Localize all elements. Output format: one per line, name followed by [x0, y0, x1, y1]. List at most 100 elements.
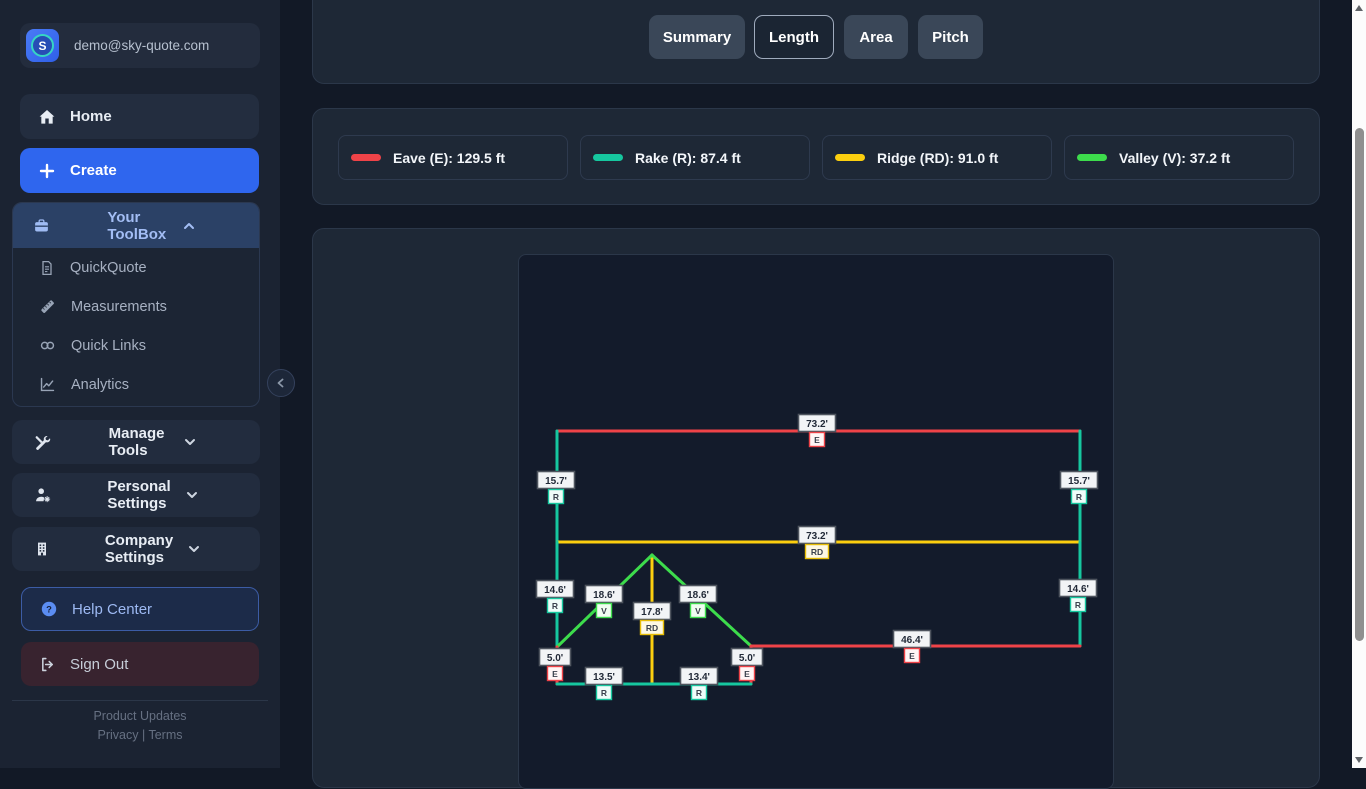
manage-tools-label: Manage Tools — [108, 425, 165, 459]
user-account-card[interactable]: S demo@sky-quote.com — [20, 23, 260, 68]
measurement-value: 15.7' — [545, 476, 567, 487]
home-label: Home — [70, 108, 112, 125]
measurement-type-badge: R — [552, 601, 558, 611]
measurement-label: 18.6'V — [678, 584, 718, 619]
logo-letter: S — [38, 38, 47, 53]
measurement-value: 14.6' — [544, 585, 566, 596]
measurement-label: 17.8'RD — [632, 601, 672, 636]
measurement-label: 13.4' R — [679, 666, 719, 701]
roof-diagram: 73.2'E15.7'R15.7'R73.2'RD14.6'R14.6'R18.… — [535, 413, 1099, 701]
scrollbar-thumb[interactable] — [1354, 128, 1364, 641]
sidebar-item-personal-settings[interactable]: Personal Settings — [12, 473, 260, 517]
help-center-button[interactable]: ? Help Center — [21, 587, 259, 631]
rake-legend-label: Rake (R): 87.4 ft — [635, 149, 741, 166]
vertical-scrollbar[interactable] — [1352, 0, 1366, 768]
sidebar-collapse-button[interactable] — [267, 369, 295, 397]
document-icon — [39, 260, 55, 276]
chevron-down-icon — [187, 542, 244, 556]
tab-pitch[interactable]: Pitch — [918, 15, 983, 59]
ridge-color-swatch — [835, 154, 865, 161]
sidebar-item-measurements[interactable]: Measurements — [13, 287, 259, 326]
link-icon — [39, 337, 56, 354]
measurement-type-badge: R — [553, 492, 559, 502]
measurement-label: 5.0' E — [730, 647, 764, 682]
sidebar-item-quick-links[interactable]: Quick Links — [13, 326, 259, 365]
measurement-value: 73.2' — [806, 531, 828, 542]
measurement-value: 18.6' — [593, 590, 615, 601]
create-button[interactable]: Create — [20, 148, 259, 193]
user-gear-icon — [34, 486, 93, 504]
sidebar-item-home[interactable]: Home — [20, 94, 259, 139]
measurement-type-badge: RD — [646, 623, 658, 633]
home-icon — [38, 108, 56, 126]
measurement-label: 5.0' E — [538, 647, 572, 682]
measurement-type-badge: R — [1076, 492, 1082, 502]
sign-out-button[interactable]: Sign Out — [21, 642, 259, 686]
sign-out-icon — [39, 656, 56, 673]
app-logo-icon: S — [26, 29, 59, 62]
privacy-link[interactable]: Privacy — [97, 728, 139, 742]
sign-out-label: Sign Out — [70, 655, 129, 673]
toolbox-icon — [33, 217, 94, 234]
chevron-down-icon — [183, 435, 244, 449]
terms-link[interactable]: Terms — [148, 728, 183, 742]
measurement-type-badge: E — [814, 435, 820, 445]
tab-length[interactable]: Length — [754, 15, 834, 59]
measurement-value: 13.5' — [593, 672, 615, 683]
building-icon — [34, 541, 91, 557]
measurement-label: 18.6' V — [584, 584, 624, 619]
measurement-type-badge: V — [601, 606, 607, 616]
sidebar: S demo@sky-quote.com Home Create Your To… — [0, 0, 280, 768]
measurement-value: 13.4' — [688, 672, 710, 683]
plus-icon — [38, 162, 56, 180]
sidebar-footer-divider — [12, 700, 268, 701]
measurement-value: 73.2' — [806, 419, 828, 430]
measurement-type-badge: R — [1075, 600, 1081, 610]
diagram-labels: 73.2'E15.7'R15.7'R73.2'RD14.6'R14.6'R18.… — [535, 413, 1099, 701]
measurement-value: 5.0' — [547, 653, 563, 664]
sidebar-item-manage-tools[interactable]: Manage Tools — [12, 420, 260, 464]
sidebar-item-analytics[interactable]: Analytics — [13, 365, 259, 404]
footer-separator: | — [141, 728, 146, 742]
eave-legend-label: Eave (E): 129.5 ft — [393, 149, 506, 166]
measurements-label: Measurements — [71, 298, 167, 315]
personal-settings-label: Personal Settings — [107, 478, 171, 512]
tab-summary[interactable]: Summary — [649, 15, 745, 59]
measurement-type-badge: E — [552, 669, 558, 679]
measurement-label: 15.7'R — [1059, 470, 1099, 505]
tab-area[interactable]: Area — [844, 15, 908, 59]
scroll-down-arrow-icon[interactable] — [1355, 757, 1363, 763]
analytics-label: Analytics — [71, 376, 130, 393]
quickquote-label: QuickQuote — [70, 259, 147, 276]
legend-item-rake: Rake (R): 87.4 ft — [580, 135, 810, 180]
create-label: Create — [70, 162, 117, 179]
toolbox-label: Your ToolBox — [107, 208, 167, 243]
ruler-icon — [39, 298, 56, 315]
measurement-type-badge: R — [601, 688, 607, 698]
measurement-type-badge: E — [744, 669, 750, 679]
chart-line-icon — [39, 376, 56, 393]
valley-legend-label: Valley (V): 37.2 ft — [1119, 149, 1231, 166]
legend-card: Eave (E): 129.5 ft Rake (R): 87.4 ft Rid… — [312, 108, 1320, 205]
sidebar-item-quickquote[interactable]: QuickQuote — [13, 248, 259, 287]
sidebar-item-toolbox[interactable]: Your ToolBox — [13, 203, 259, 248]
scroll-up-arrow-icon[interactable] — [1355, 5, 1363, 11]
help-center-label: Help Center — [72, 600, 153, 618]
measurement-value: 5.0' — [739, 653, 755, 664]
measurement-value: 14.6' — [1067, 584, 1089, 595]
measurement-label: 13.5' R — [584, 666, 624, 701]
company-settings-label: Company Settings — [104, 532, 174, 566]
measurement-label: 14.6' R — [1058, 578, 1098, 613]
sidebar-item-company-settings[interactable]: Company Settings — [12, 527, 260, 571]
valley-color-swatch — [1077, 154, 1107, 161]
measurement-label: 46.4'E — [892, 629, 932, 664]
user-email: demo@sky-quote.com — [74, 38, 210, 53]
measurement-label: 15.7' R — [536, 470, 576, 505]
measurement-type-badge: R — [696, 688, 702, 698]
chevron-up-icon — [182, 219, 243, 233]
ridge-legend-label: Ridge (RD): 91.0 ft — [877, 149, 999, 166]
product-updates-link[interactable]: Product Updates — [93, 709, 187, 723]
measurement-value: 46.4' — [901, 635, 923, 646]
